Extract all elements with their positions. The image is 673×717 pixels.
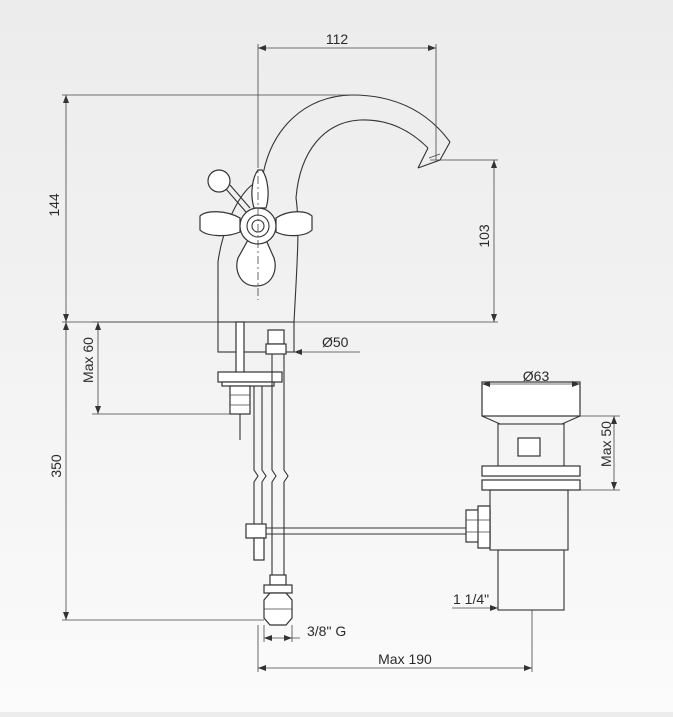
dim-diameter-63: Ø63 <box>523 368 550 384</box>
mounting-assembly <box>217 321 466 626</box>
pop-up-waste <box>465 381 581 611</box>
dim-112: 112 <box>326 31 349 47</box>
dim-max-190: Max 190 <box>378 651 432 667</box>
dim-103: 103 <box>476 224 492 248</box>
dim-thread-3-8-g: 3/8" G <box>307 623 346 639</box>
dim-diameter-50: Ø50 <box>322 334 349 350</box>
dimension-lines <box>62 44 620 672</box>
dim-thread-1-1-4: 1 1/4" <box>453 591 489 607</box>
dim-144: 144 <box>46 193 62 217</box>
dim-350: 350 <box>48 454 64 478</box>
dim-max-50: Max 50 <box>598 421 614 467</box>
dim-max-60: Max 60 <box>80 337 96 383</box>
dimension-labels: 112 144 103 Ø50 Max 60 350 Ø63 Max 50 1 … <box>46 31 614 667</box>
faucet-body <box>199 94 451 323</box>
